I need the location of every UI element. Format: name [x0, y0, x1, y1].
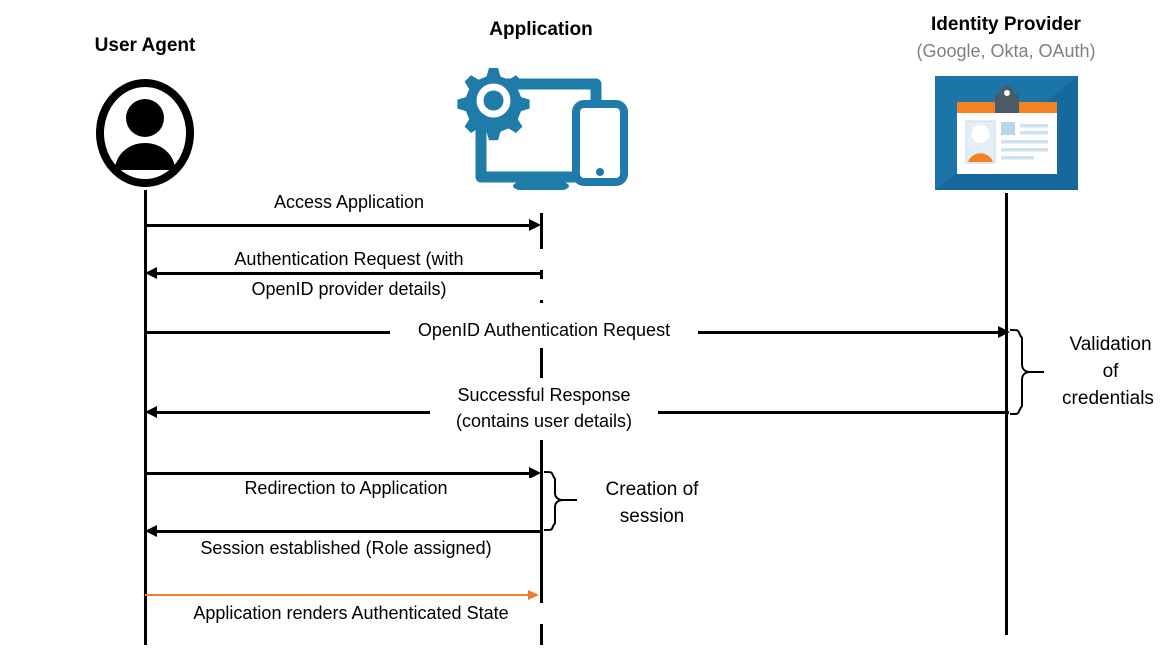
message-arrowhead-openid-authentication-request — [998, 326, 1010, 338]
message-arrowhead-successful-response — [145, 406, 157, 418]
message-line-access-application — [145, 224, 529, 227]
annotation-brace-creation-of-session — [542, 470, 580, 534]
annotation-label-creation-of-session-line2: session — [619, 506, 685, 527]
message-label-authentication-request-line1: Authentication Request (with — [155, 249, 543, 271]
message-label-access-application: Access Application — [155, 192, 543, 214]
message-label-session-established: Session established (Role assigned) — [152, 538, 540, 560]
message-arrowhead-application-renders-authenticated-state — [528, 590, 539, 600]
message-label-openid-authentication-request: OpenID Authentication Request — [390, 320, 698, 342]
annotation-label-creation-of-session-line1: Creation of — [605, 479, 699, 500]
message-arrowhead-access-application — [529, 219, 541, 231]
message-line-application-renders-authenticated-state — [145, 594, 530, 596]
message-line-authentication-request — [157, 272, 542, 275]
participant-title-identity-provider: Identity Provider — [931, 14, 1081, 35]
message-label-application-renders-authenticated-state: Application renders Authenticated State — [152, 603, 550, 625]
user-avatar-icon — [95, 78, 195, 188]
message-arrowhead-authentication-request — [145, 267, 157, 279]
participant-title-application: Application — [489, 19, 593, 40]
participant-subtitle-identity-provider: (Google, Okta, OAuth) — [916, 41, 1096, 61]
annotation-label-validation-of-credentials-line3: credentials — [1062, 388, 1154, 409]
participant-title-user-agent: User Agent — [94, 35, 196, 56]
message-label-authentication-request-line2: OpenID provider details) — [155, 279, 543, 301]
annotation-label-validation-of-credentials-line2: of — [1102, 361, 1119, 382]
lifeline-application-segment-3 — [540, 440, 543, 645]
lifeline-application-segment-1 — [540, 193, 543, 303]
lifeline-identity-provider — [1005, 193, 1008, 635]
message-arrowhead-redirection-to-application — [529, 467, 541, 479]
message-line-redirection-to-application — [145, 472, 529, 475]
annotation-brace-validation-of-credentials — [1008, 328, 1046, 416]
id-badge-icon — [935, 76, 1078, 190]
message-label-successful-response-line2: (contains user details) — [430, 411, 658, 433]
annotation-label-validation-of-credentials-line1: Validation — [1069, 334, 1152, 355]
message-label-successful-response-line1: Successful Response — [435, 385, 653, 407]
application-devices-icon — [448, 64, 638, 193]
message-label-redirection-to-application: Redirection to Application — [152, 478, 540, 500]
message-line-session-established — [157, 530, 542, 533]
message-arrowhead-session-established — [145, 525, 157, 537]
lifeline-application-segment-2 — [540, 348, 543, 378]
